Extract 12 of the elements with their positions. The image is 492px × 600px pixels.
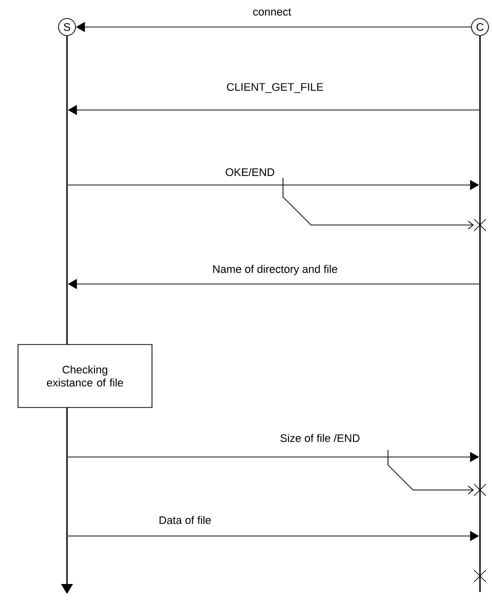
edge-label: Data of file bbox=[158, 514, 212, 526]
edge-label: Size of file /END bbox=[278, 432, 362, 444]
edge-label: connect bbox=[252, 7, 292, 17]
process-box: Checking existance of file bbox=[18, 344, 152, 408]
arrow bbox=[282, 178, 474, 230]
edge-label: OKE/END bbox=[224, 166, 276, 178]
cross-mark bbox=[474, 570, 486, 582]
cross-mark bbox=[474, 484, 486, 496]
cross-mark bbox=[474, 219, 486, 231]
edge-label: CLIENT_GET_FILE bbox=[225, 82, 325, 94]
arrow bbox=[388, 450, 474, 494]
edge-label: Name of directory and file bbox=[211, 264, 339, 276]
